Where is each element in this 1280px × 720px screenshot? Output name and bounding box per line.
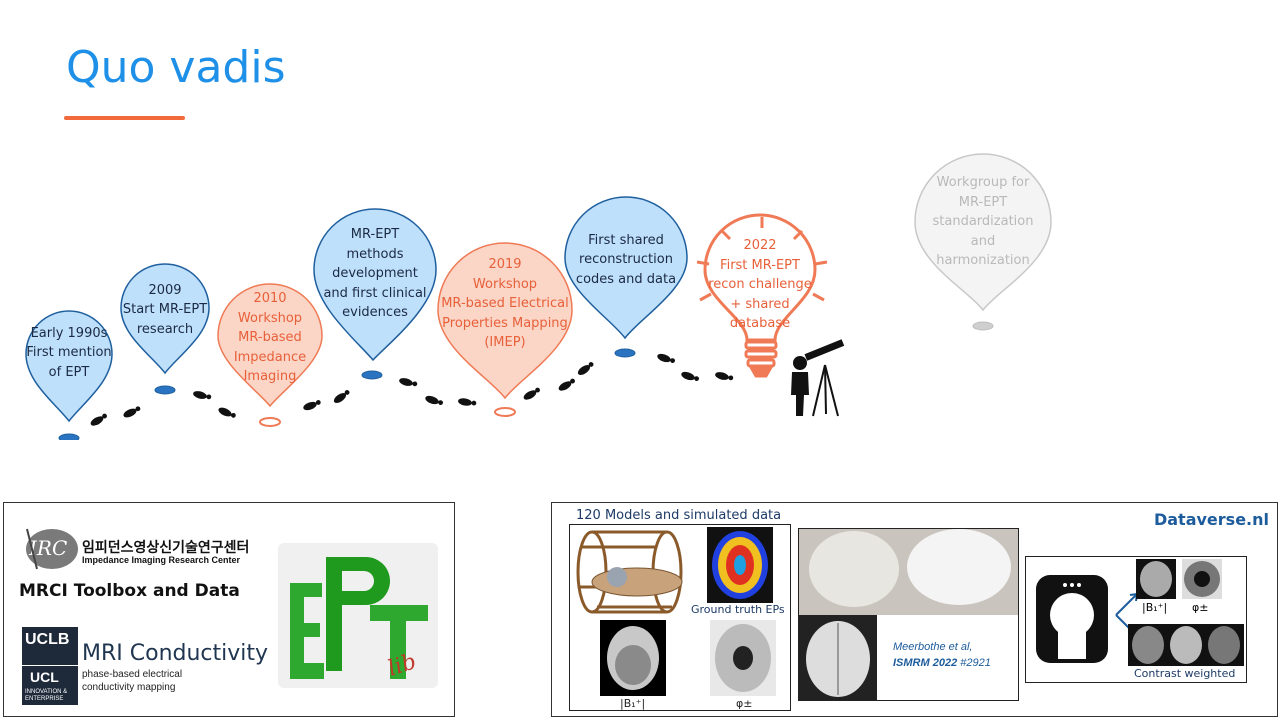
ground-truth-label: Ground truth EPs [691, 603, 785, 616]
telescope-observer-icon [791, 339, 845, 417]
mri-scanner-icon [1036, 575, 1108, 663]
mri-conductivity-title: MRI Conductivity [82, 641, 269, 666]
b1-map-image [600, 620, 666, 696]
pin-2019 [437, 242, 573, 417]
ucl-text: UCL [30, 669, 59, 685]
irc-logo-icon: IRC [26, 528, 78, 570]
scanner-box: |B₁⁺| φ± Contrast weighted [1025, 556, 1247, 683]
footprints-decoration [89, 352, 734, 428]
citation-authors: Meerbothe et al, [893, 641, 973, 653]
pin-workgroup [914, 153, 1052, 331]
phi-label-2: φ± [1192, 601, 1209, 614]
dataverse-label: Dataverse.nl [1153, 510, 1269, 529]
eptlib-logo-icon [290, 557, 428, 679]
citation-venue: ISMRM 2022 #2921 [893, 657, 991, 669]
eptlib-logo: lib [278, 543, 438, 688]
b1-label-2: |B₁⁺| [1142, 601, 1168, 614]
phi-label: φ± [736, 697, 753, 710]
pin-2010 [217, 283, 323, 427]
phantom-photo [799, 529, 1018, 615]
irc-english-name: Impedance Imaging Research Center [82, 555, 241, 565]
models-box: Ground truth EPs |B₁⁺| φ± [569, 524, 791, 711]
uclb-text: UCLB [25, 631, 70, 648]
left-logos-panel: IRC 임피던스영상신기술연구센터 Impedance Imaging Rese… [3, 502, 455, 717]
pin-methods-development [313, 208, 437, 380]
contrast-weighted-images [1128, 624, 1244, 666]
ucl-sub-text: INNOVATION & ENTERPRISE [25, 689, 68, 702]
uclb-logo: UCLB UCL INNOVATION & ENTERPRISE [22, 627, 78, 705]
contrast-label: Contrast weighted [1134, 667, 1236, 680]
lightbulb-icon [696, 213, 828, 378]
ground-truth-image [707, 527, 773, 603]
phase-small-image [1182, 559, 1222, 599]
mri-desc-2: conductivity mapping [82, 682, 176, 693]
slide-title: Quo vadis [66, 42, 286, 93]
timeline-graphic [25, 153, 1052, 440]
mrci-title: MRCI Toolbox and Data [19, 581, 240, 601]
brain-slice-image [799, 615, 877, 700]
b1-small-image [1136, 559, 1176, 599]
b1-label: |B₁⁺| [620, 697, 646, 710]
irc-korean-name: 임피던스영상신기술연구센터 [82, 539, 250, 555]
phase-map-image [710, 620, 776, 696]
title-underline [64, 116, 185, 120]
pin-2009 [120, 263, 210, 395]
phantom-photo-box: Meerbothe et al, ISMRM 2022 #2921 [798, 528, 1019, 701]
models-title: 120 Models and simulated data [576, 508, 782, 523]
coil-model-image [576, 530, 683, 614]
pin-early-1990s [25, 310, 113, 440]
pin-first-shared [564, 196, 688, 358]
right-dataverse-panel: Dataverse.nl 120 Models and simulated da… [551, 502, 1278, 717]
mri-desc-1: phase-based electrical [82, 669, 183, 680]
